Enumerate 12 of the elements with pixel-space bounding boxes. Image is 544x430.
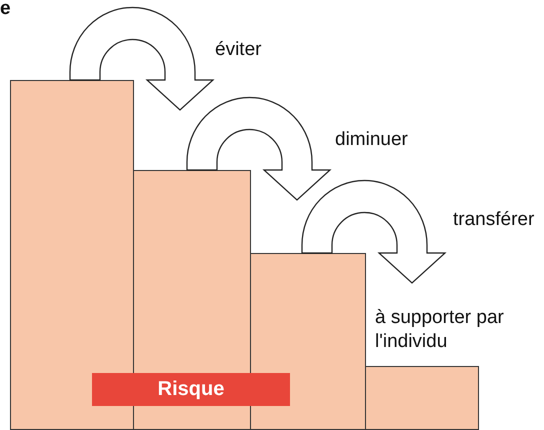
- title-fragment: e: [0, 0, 11, 21]
- bar: [10, 80, 134, 430]
- edge-label: transférer: [453, 208, 534, 232]
- bar: [365, 366, 479, 430]
- curved-arrow: [301, 180, 446, 284]
- edge-label: éviter: [215, 38, 262, 62]
- note-text: à supporter par l'individu: [375, 306, 505, 354]
- band-label: Risque: [158, 378, 224, 401]
- curved-arrow: [69, 7, 214, 111]
- curved-arrow: [186, 97, 331, 201]
- bar: [250, 253, 366, 430]
- edge-label: diminuer: [335, 128, 408, 152]
